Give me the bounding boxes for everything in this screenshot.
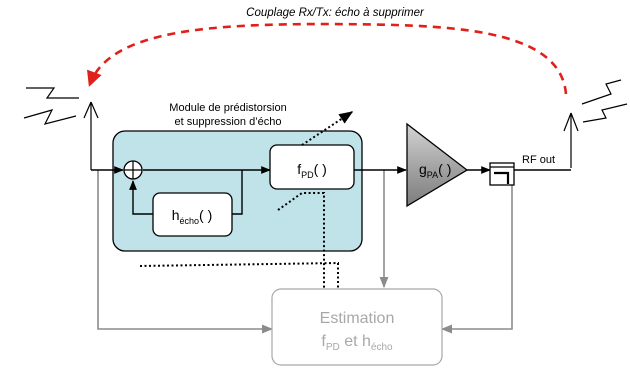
main-signal-path: [91, 166, 571, 215]
summation-node: [123, 160, 143, 180]
left-signal-icon: [23, 87, 79, 125]
coupling-arrow: [87, 22, 568, 95]
fpd-block: [269, 144, 355, 190]
coupling-label: Couplage Rx/Tx: écho à supprimer: [246, 7, 425, 19]
coupler-icon: [489, 162, 515, 186]
left-antenna-icon: [83, 101, 99, 170]
adaptation-dotted-lines: [139, 111, 354, 290]
module-title-line2: et suppression d’écho: [174, 116, 281, 128]
gpa-label: gPA( ): [419, 161, 451, 180]
estimation-block: [271, 288, 443, 366]
fpd-label: fPD( ): [297, 161, 327, 180]
hecho-block: [152, 192, 233, 237]
hecho-label: hécho( ): [172, 207, 213, 226]
feedback-lines: [97, 170, 513, 334]
right-antenna-icon: [563, 112, 579, 168]
power-amplifier: [406, 122, 469, 208]
rf-out-label: RF out: [522, 154, 555, 166]
right-signal-icon: [581, 79, 628, 123]
estimation-line1: Estimation: [320, 310, 395, 327]
estimation-line2: fPD et hécho: [321, 333, 393, 353]
module-title-line1: Module de prédistorsion: [169, 102, 286, 114]
